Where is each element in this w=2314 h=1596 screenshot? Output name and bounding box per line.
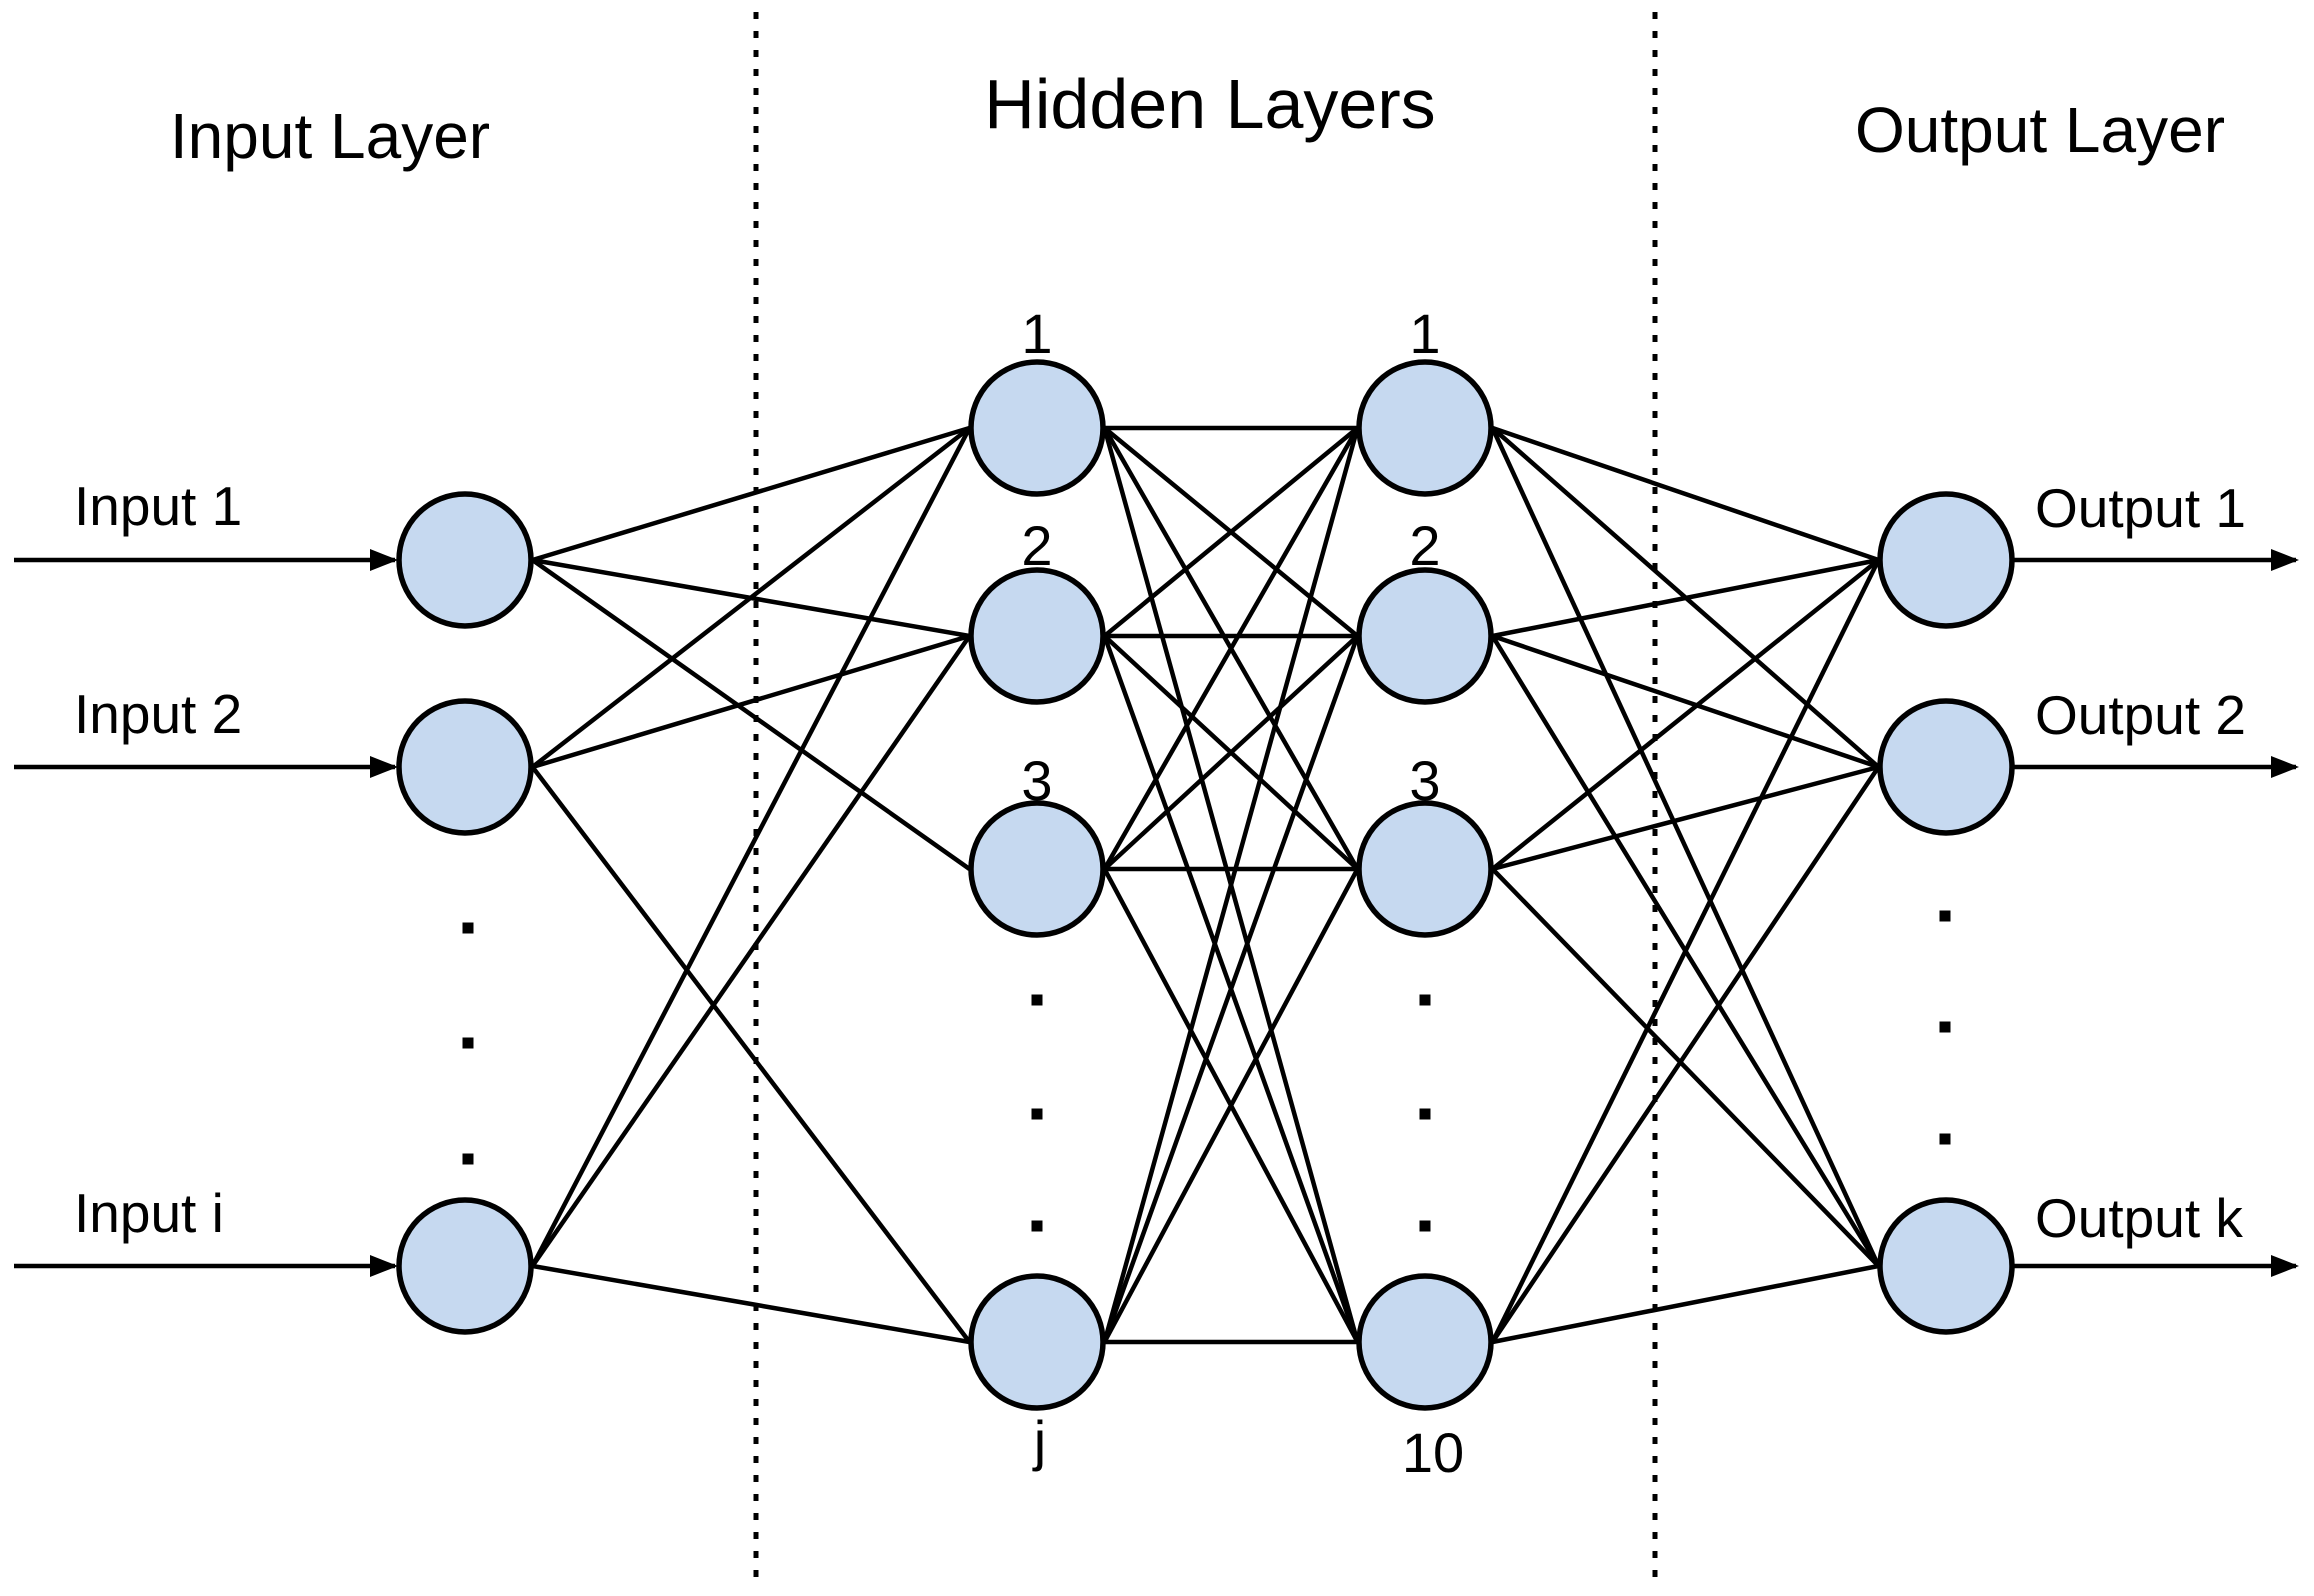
out-2-node [1877, 698, 2015, 836]
ellipsis-dot [1031, 994, 1043, 1006]
ellipsis-dot [462, 1153, 474, 1165]
edge-h2-10-to-out-k [1492, 1263, 1879, 1345]
input-1-node [396, 491, 534, 629]
ellipsis-dot [1939, 1021, 1951, 1033]
h2-1-label: 1 [1409, 302, 1440, 365]
edge-h2-1-to-out-1 [1491, 425, 1880, 563]
edge-h1-j-to-h2-3 [1102, 867, 1360, 1344]
hidden-layers-title: Hidden Layers [984, 65, 1435, 143]
edge-h1-j-to-h2-2 [1102, 635, 1360, 1343]
h1-1-node [968, 359, 1106, 497]
h1-j-label: j [1032, 1409, 1046, 1472]
edge-input-i-to-h1-j [532, 1263, 970, 1345]
out-1-node [1877, 491, 2015, 629]
ellipsis-dot [462, 1037, 474, 1049]
h1-j-node [968, 1273, 1106, 1411]
h1-1-label: 1 [1021, 302, 1052, 365]
h1-2-label: 2 [1021, 514, 1052, 577]
ellipsis-dot [1031, 1220, 1043, 1232]
edge-input-i-to-h1-1 [530, 426, 972, 1268]
h2-3-node [1356, 800, 1494, 938]
edge-h2-3-to-out-1 [1491, 558, 1880, 871]
edge-h2-1-to-out-k [1490, 427, 1881, 1267]
edge-input-i-to-h1-2 [530, 634, 972, 1268]
edge-input-2-to-h1-1 [531, 426, 971, 769]
h2-2-label: 2 [1409, 514, 1440, 577]
ellipsis-dot [462, 922, 474, 934]
h2-2-node [1356, 567, 1494, 705]
input-2-label: Input 2 [74, 683, 242, 745]
edge-h2-3-to-out-2 [1491, 764, 1880, 872]
edge-h1-3-to-h2-1 [1102, 426, 1360, 871]
edge-h1-3-to-h2-2 [1102, 634, 1360, 871]
output-k-label: Output k [2035, 1187, 2243, 1249]
output-1-label: Output 1 [2035, 477, 2246, 539]
h2-3-label: 3 [1409, 749, 1440, 812]
edge-input-1-to-h1-1 [531, 425, 971, 563]
out-k-node [1877, 1197, 2015, 1335]
edge-h2-3-to-out-k [1490, 867, 1881, 1268]
output-layer-title: Output Layer [1855, 94, 2225, 166]
input-layer-title: Input Layer [170, 100, 490, 172]
ellipsis-dot [1031, 1108, 1043, 1120]
input-2-node [396, 698, 534, 836]
edge-h2-10-to-out-2 [1490, 765, 1881, 1344]
ellipsis-dot [1419, 1220, 1431, 1232]
input-i-node [396, 1197, 534, 1335]
ellipsis-dot [1939, 1133, 1951, 1145]
h2-1-node [1356, 359, 1494, 497]
h1-2-node [968, 567, 1106, 705]
edge-input-2-to-h1-j [530, 765, 972, 1344]
h2-10-node [1356, 1273, 1494, 1411]
input-1-label: Input 1 [74, 475, 242, 537]
edge-h2-2-to-out-1 [1492, 557, 1879, 639]
h1-3-label: 3 [1021, 749, 1052, 812]
edge-h2-2-to-out-2 [1491, 633, 1880, 770]
edge-h1-2-to-h2-1 [1103, 426, 1359, 638]
h2-10-label: 10 [1402, 1421, 1464, 1484]
input-i-label: Input i [74, 1182, 224, 1244]
edge-input-2-to-h1-2 [531, 633, 971, 770]
edge-input-1-to-h1-3 [531, 558, 971, 871]
ellipsis-dot [1419, 1108, 1431, 1120]
h1-3-node [968, 800, 1106, 938]
output-2-label: Output 2 [2035, 684, 2246, 746]
ellipsis-dot [1419, 994, 1431, 1006]
edge-h1-j-to-h2-1 [1102, 427, 1360, 1343]
ellipsis-dot [1939, 910, 1951, 922]
edge-h2-10-to-out-1 [1490, 559, 1881, 1343]
